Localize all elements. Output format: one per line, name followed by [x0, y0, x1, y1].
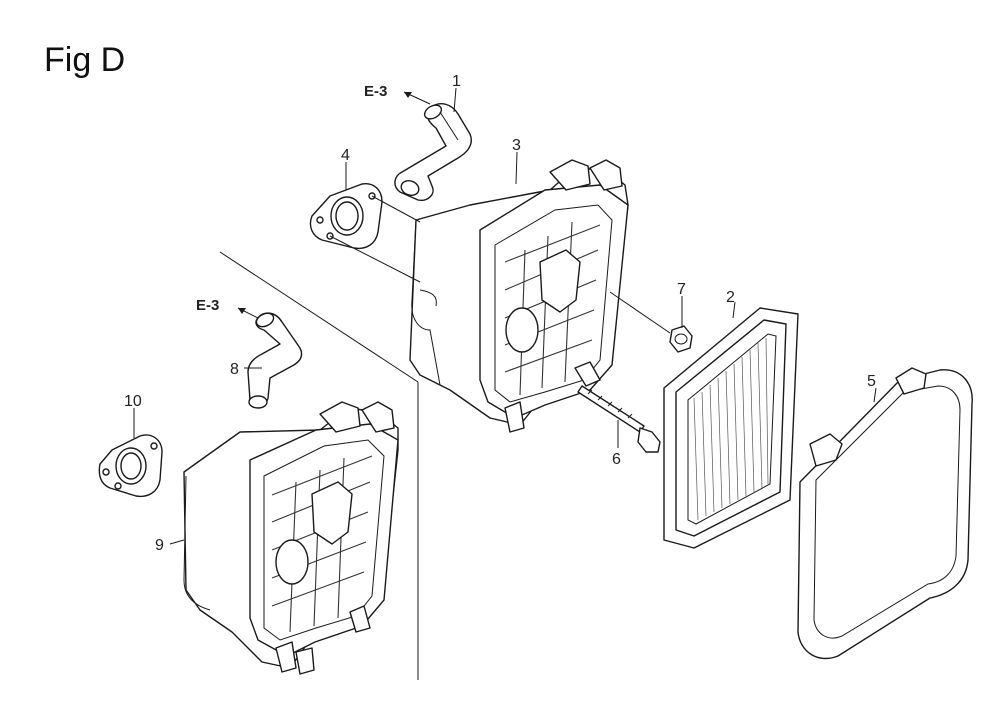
callout-8: 8: [230, 361, 239, 378]
arrow-head-icon: [404, 92, 412, 98]
callout-5: 5: [867, 373, 876, 390]
part-4-gasket: [309, 183, 383, 250]
part-1-breather-tube: [394, 103, 472, 201]
part-10-gasket: [98, 434, 163, 498]
callout-7: 7: [677, 281, 686, 298]
callout-3: 3: [512, 137, 521, 154]
callout-2: 2: [726, 289, 735, 306]
callout-10: 10: [124, 393, 142, 410]
callout-6: 6: [612, 451, 621, 468]
reference-label-upper: E-3: [364, 83, 387, 100]
part-9-air-cleaner-case: [183, 401, 399, 675]
part-6-long-bolt: [577, 385, 661, 453]
arrow-head-icon: [238, 308, 246, 314]
figure-title: Fig D: [44, 41, 125, 79]
part-5-cover: [797, 367, 973, 660]
reference-label-lower: E-3: [196, 297, 219, 314]
part-2-filter-element: [663, 307, 799, 549]
filter-pleats: [693, 337, 769, 521]
callout-4: 4: [341, 147, 350, 164]
callout-1: 1: [452, 73, 461, 90]
leader-lines: [133, 87, 877, 545]
part-7-bolt: [609, 291, 693, 353]
callout-9: 9: [155, 537, 164, 554]
part-8-breather-tube: [247, 312, 303, 409]
section-divider: [219, 251, 419, 680]
part-3-air-cleaner-case: [409, 159, 629, 433]
